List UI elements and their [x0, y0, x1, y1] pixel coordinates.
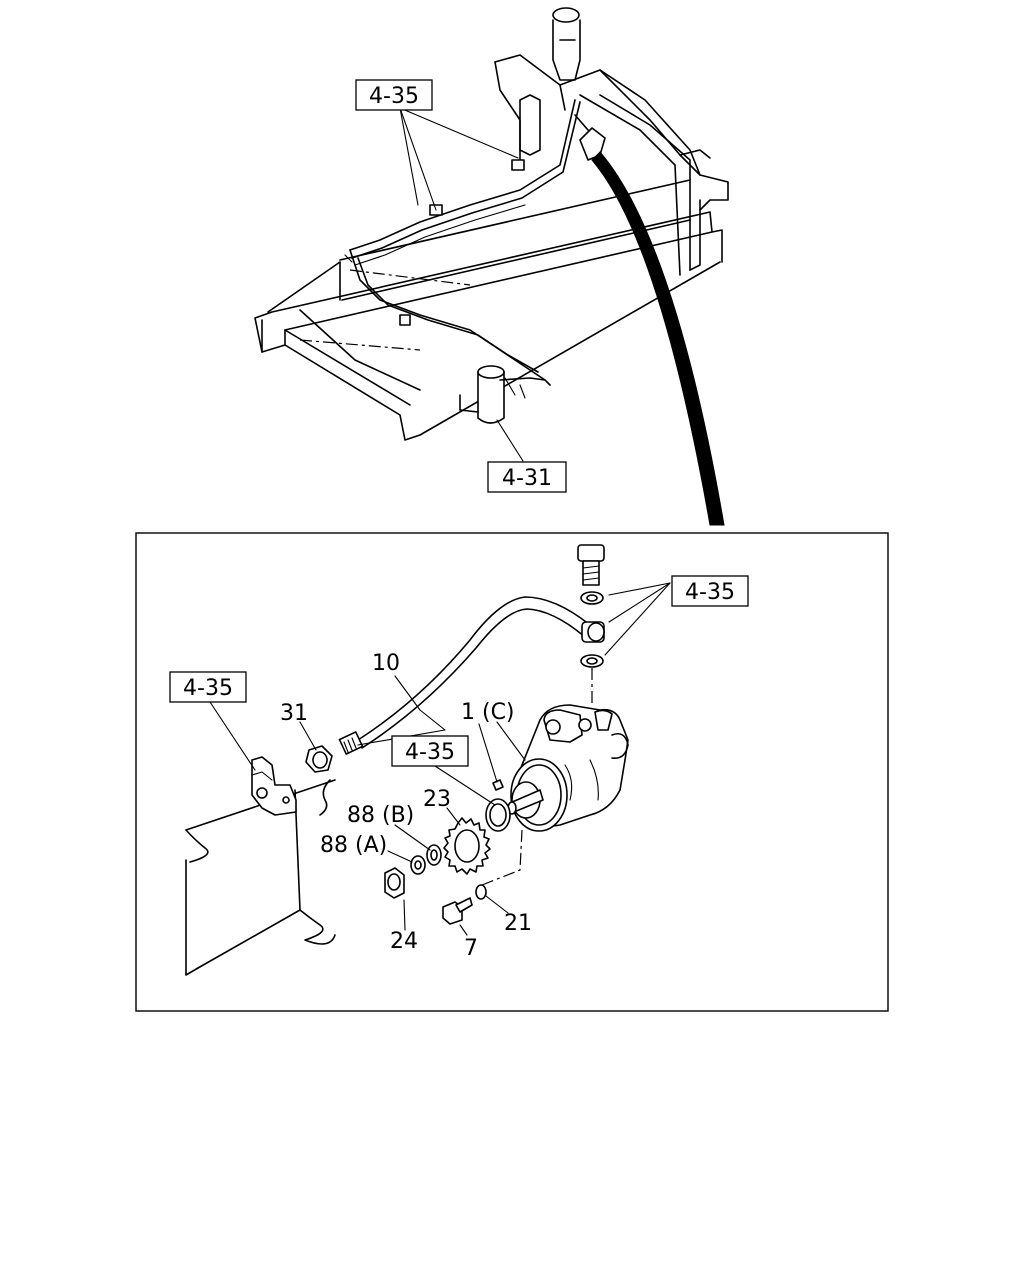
part-label-24: 24 — [390, 929, 418, 954]
part-label-31: 31 — [280, 701, 308, 726]
part-label-21: 21 — [504, 911, 532, 936]
callout-4-31-label: 4-31 — [502, 466, 552, 491]
nut-31 — [305, 745, 333, 773]
pipe-10 — [338, 596, 591, 755]
part-label-1c: 1 (C) — [461, 700, 515, 725]
part-label-88b: 88 (B) — [347, 803, 414, 828]
detail-leaders — [209, 582, 671, 936]
detail-connector-arrow — [591, 151, 725, 526]
banjo-fitting — [577, 544, 605, 705]
washer-88b — [426, 844, 442, 866]
part-label-10: 10 — [372, 651, 400, 676]
callout-4-31[interactable]: 4-31 — [487, 461, 567, 493]
callout-detail-right-4-35[interactable]: 4-35 — [671, 575, 749, 607]
callout-top-4-35[interactable]: 4-35 — [355, 79, 433, 111]
bolt-7 — [442, 897, 473, 925]
washer-88a — [410, 855, 426, 875]
part-label-23: 23 — [423, 787, 451, 812]
part-label-7: 7 — [464, 936, 478, 961]
mounting-bracket — [251, 756, 297, 816]
top-leaders — [399, 107, 524, 462]
callout-detail-mid-label: 4-35 — [405, 740, 455, 765]
frame-assembly — [254, 7, 729, 441]
detail-frame — [135, 532, 889, 1012]
callout-detail-left-4-35[interactable]: 4-35 — [169, 671, 247, 703]
callout-detail-mid-4-35[interactable]: 4-35 — [391, 735, 469, 767]
detail-frame-rail — [185, 779, 336, 976]
part-label-88a: 88 (A) — [320, 833, 387, 858]
callout-detail-right-label: 4-35 — [685, 580, 735, 605]
assembly-centreline — [481, 829, 523, 886]
nut-24 — [384, 867, 405, 899]
gear-23 — [443, 817, 491, 875]
pump-1c — [507, 704, 629, 832]
key — [492, 779, 504, 791]
washer-21 — [475, 884, 487, 900]
callout-top-4-35-label: 4-35 — [369, 84, 419, 109]
callout-detail-left-label: 4-35 — [183, 676, 233, 701]
